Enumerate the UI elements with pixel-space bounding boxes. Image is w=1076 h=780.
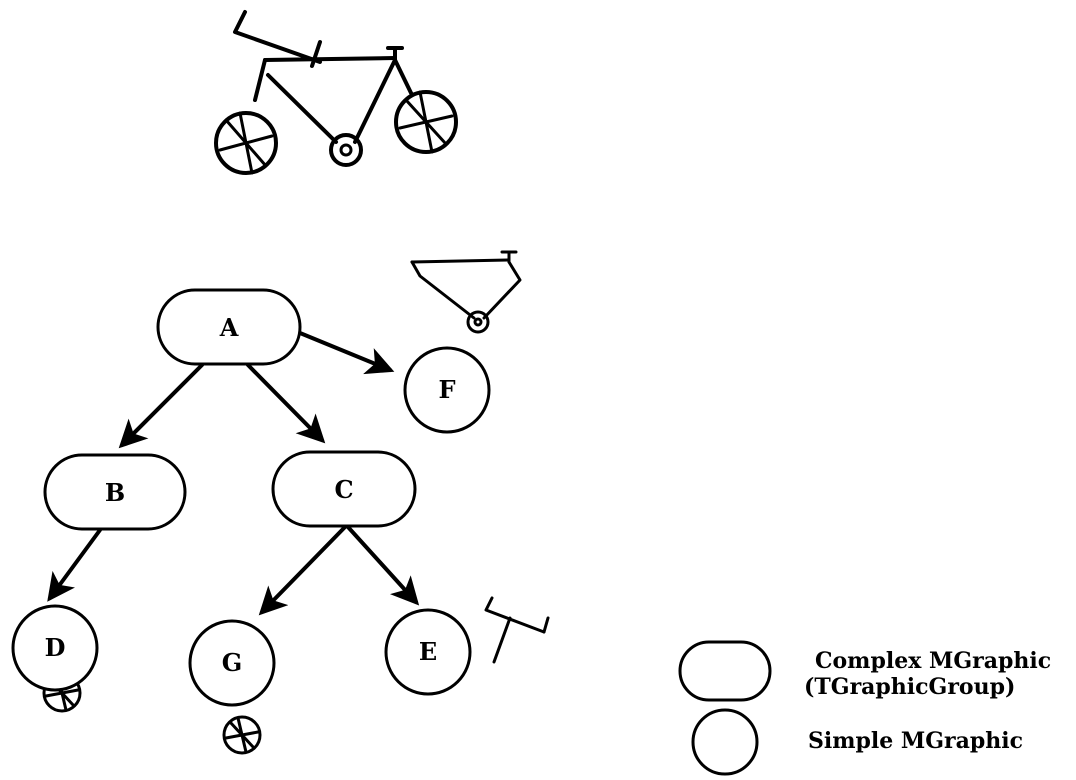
node-c: C xyxy=(271,450,417,528)
legend: Complex MGraphic (TGraphicGroup) Simple … xyxy=(678,640,1051,776)
node-b-label: B xyxy=(105,478,125,507)
node-f: F xyxy=(403,346,491,434)
legend-simple-shape xyxy=(691,708,759,776)
handlebar-icon xyxy=(484,596,550,664)
edge-a-c xyxy=(246,363,326,444)
node-d: D xyxy=(11,604,99,692)
node-e: E xyxy=(384,608,472,696)
node-f-label: F xyxy=(438,375,455,404)
edge-b-d xyxy=(47,528,102,602)
node-c-label: C xyxy=(334,475,353,504)
node-d-label: D xyxy=(45,633,66,662)
legend-complex-shape xyxy=(678,640,772,702)
legend-complex-line1: Complex MGraphic xyxy=(815,648,1051,674)
edges xyxy=(47,331,420,616)
edge-a-f xyxy=(298,331,395,375)
edge-c-e xyxy=(346,525,420,606)
node-g: G xyxy=(188,619,276,707)
node-e-label: E xyxy=(419,637,437,666)
node-a-label: A xyxy=(219,313,239,342)
node-a: A xyxy=(156,288,302,366)
node-g-label: G xyxy=(222,648,243,677)
bicycle-icon xyxy=(214,10,458,175)
legend-simple-label: Simple MGraphic xyxy=(808,728,1023,754)
edge-a-b xyxy=(118,363,204,449)
node-b: B xyxy=(43,453,187,531)
legend-complex-line2: (TGraphicGroup) xyxy=(804,674,1015,700)
edge-c-g xyxy=(258,525,347,616)
frame-icon xyxy=(410,250,522,334)
wheel-icon xyxy=(222,715,262,755)
